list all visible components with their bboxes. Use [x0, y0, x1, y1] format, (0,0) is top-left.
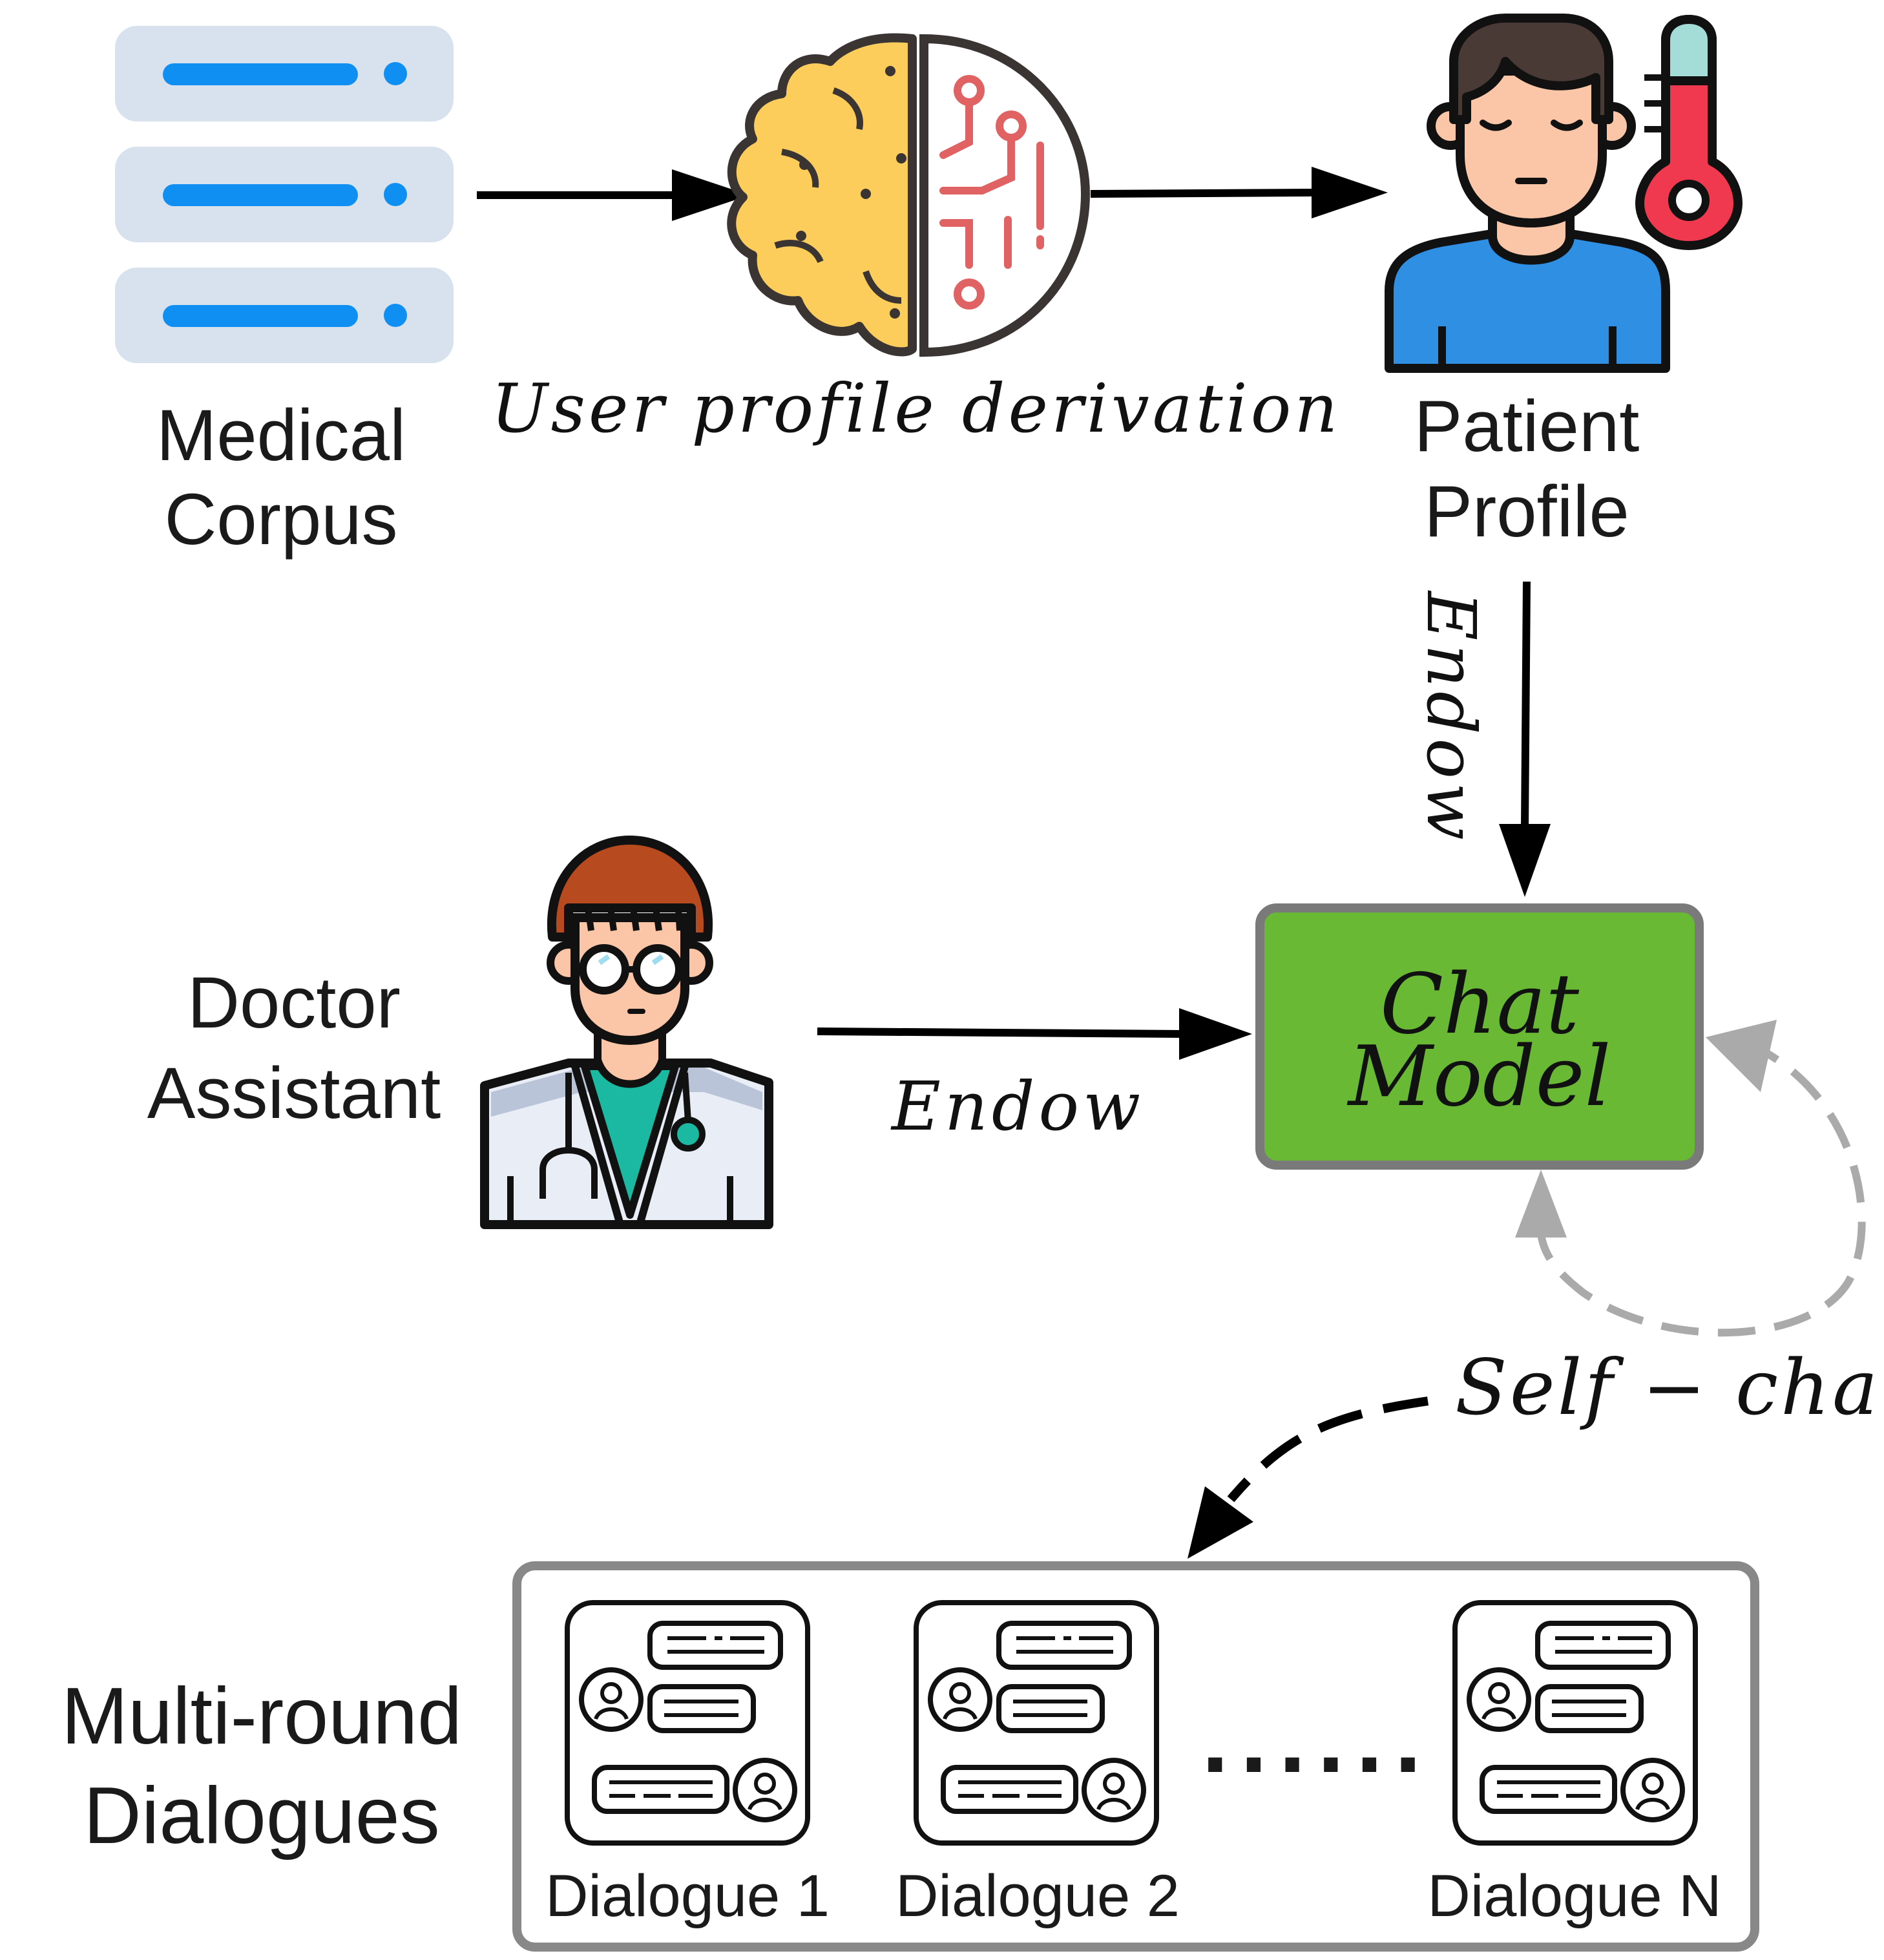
patient-icon	[1385, 14, 1670, 373]
dialogue-n-label: Dialogue N	[1427, 1863, 1721, 1929]
dialogues-container: ...... Dialogue 1 Dialogue 2 Dialogue N	[512, 1561, 1759, 1952]
chat-dialogue-icon	[914, 1600, 1159, 1846]
chat-dialogue-icon	[1452, 1600, 1698, 1846]
server-icon	[115, 26, 454, 363]
arrow-chat-model-to-dialogues	[1188, 1396, 1429, 1559]
dialogue-2-label: Dialogue 2	[895, 1863, 1180, 1929]
arrow-corpus-to-brain	[477, 169, 749, 221]
arrow-patient-to-chat-model	[1499, 581, 1551, 897]
self-chat-loop	[1515, 1020, 1866, 1337]
chat-dialogue-icon	[565, 1600, 810, 1846]
arrow-doctor-to-chat-model	[817, 1008, 1252, 1060]
endow-vertical-label: Endow	[1412, 590, 1491, 844]
thermometer-icon	[1635, 14, 1743, 250]
brain-icon	[727, 33, 1091, 357]
dialogue-1-label: Dialogue 1	[545, 1863, 830, 1929]
dialogue-ellipsis: ......	[1202, 1684, 1433, 1793]
user-profile-derivation-label: User profile derivation	[491, 369, 1341, 448]
arrow-brain-to-patient	[1090, 167, 1388, 218]
self-chat-label: Self − chat	[1455, 1343, 1884, 1432]
doctor-icon	[480, 836, 773, 1229]
endow-horizontal-label: Endow	[890, 1067, 1144, 1146]
